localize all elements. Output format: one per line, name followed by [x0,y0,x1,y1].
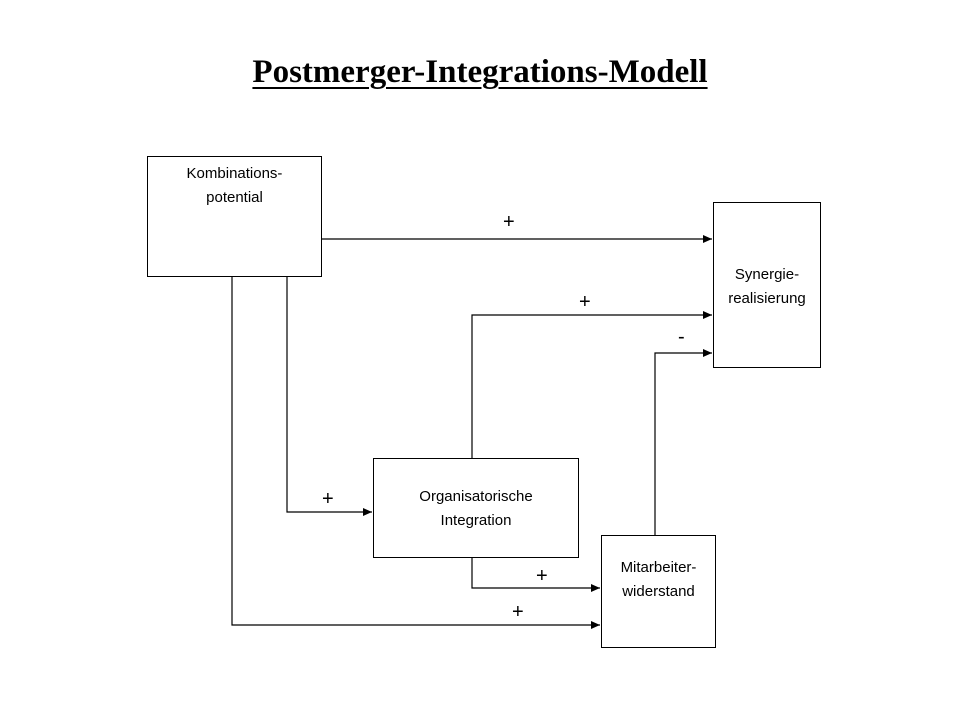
edge-kombination-to-mitarbeiter [231,277,600,629]
box-label-line: Organisatorische [419,488,533,505]
diagram-title: Postmerger-Integrations-Modell [252,54,708,90]
box-mitarbeiterwiderstand: Mitarbeiter- widerstand [601,535,716,648]
box-organisatorische-integration: Organisatorische Integration [373,458,579,558]
sign-kombination-to-org: + [322,488,334,510]
sign-kombination-to-synergie: + [503,211,515,233]
edge-org-to-mitarbeiter [471,558,600,592]
box-label-line: widerstand [622,583,695,600]
box-label-line: realisierung [728,290,806,307]
edge-kombination-to-org [286,277,372,516]
sign-kombination-to-mitarbeiter: + [512,601,524,623]
edge-org-to-synergie [471,311,712,458]
sign-org-to-synergie: + [579,291,591,313]
edge-mitarbeiter-to-synergie [654,349,712,535]
box-label-line: potential [206,189,263,206]
box-kombinationspotential: Kombinations- potential [147,156,322,277]
sign-mitarbeiter-to-synergie: - [678,326,685,348]
sign-org-to-mitarbeiter: + [536,565,548,587]
box-synergierealisierung: Synergie- realisierung [713,202,821,368]
box-label-line: Integration [440,512,512,529]
box-label-line: Kombinations- [186,165,283,182]
box-label-line: Mitarbeiter- [620,559,697,576]
box-label-line: Synergie- [734,266,800,283]
